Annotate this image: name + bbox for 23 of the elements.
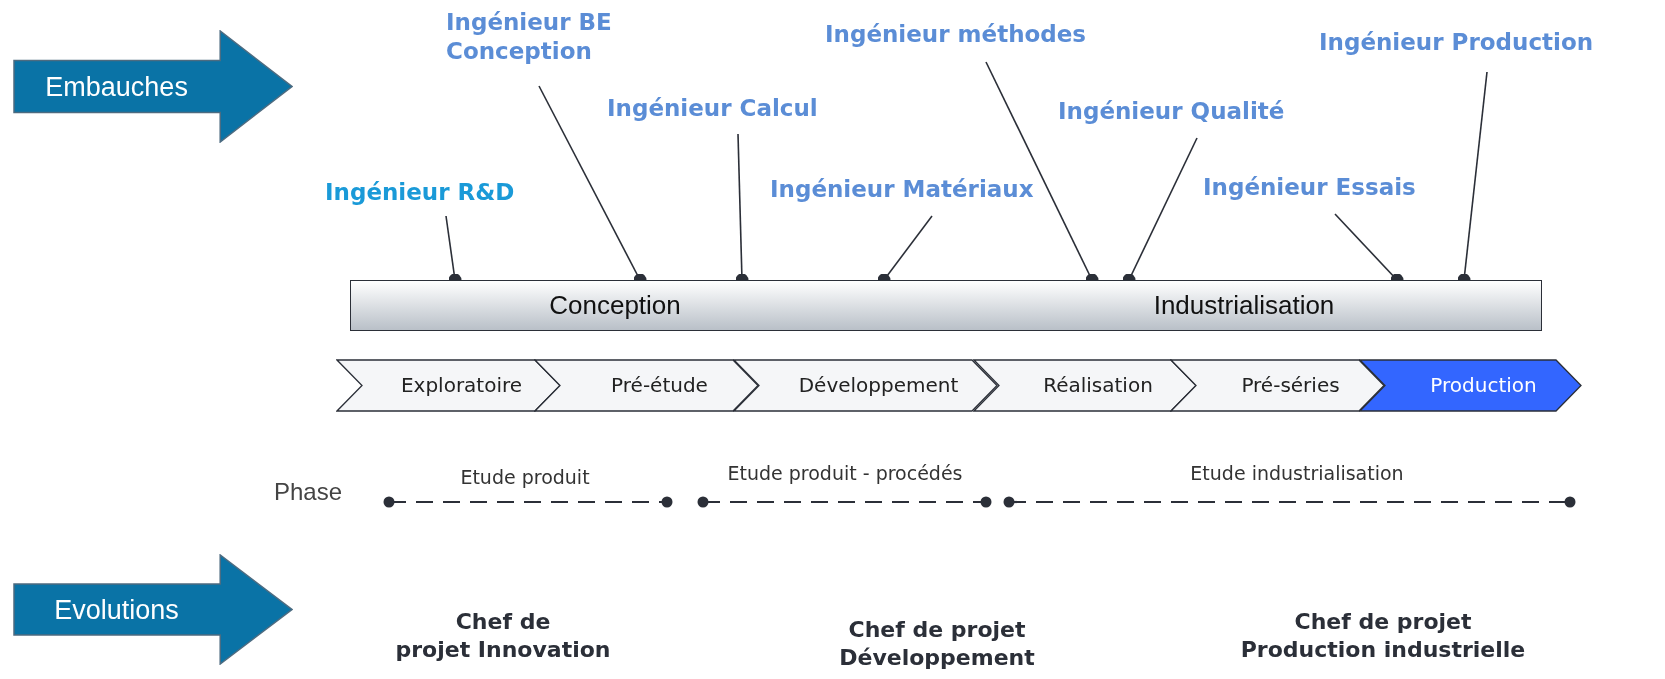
step-label: Développement: [798, 372, 959, 398]
job-title: Ingénieur Qualité: [1058, 97, 1285, 126]
stage-label: Industrialisation: [1153, 290, 1335, 320]
phase-name: Etude industrialisation: [1190, 462, 1404, 484]
step-label: Production: [1430, 372, 1537, 398]
job-title: Ingénieur Essais: [1203, 173, 1416, 202]
stage-label: Conception: [549, 290, 681, 320]
step-label: Exploratoire: [400, 372, 523, 398]
role-title: Chef de projet Innovation: [394, 608, 612, 664]
timeline-bar: [350, 280, 1542, 331]
section-label: Evolutions: [53, 593, 180, 626]
job-title: Ingénieur Production: [1319, 28, 1594, 57]
section-label: Embauches: [44, 70, 189, 103]
phase-name: Etude produit - procédés: [727, 462, 963, 484]
job-title: Ingénieur Matériaux: [770, 175, 1034, 204]
job-title: Ingénieur R&D: [325, 178, 515, 207]
phase-label: Phase: [274, 478, 343, 506]
role-title: Chef de projet Production industrielle: [1239, 608, 1527, 664]
role-title: Chef de projet Développement: [838, 616, 1036, 672]
phase-name: Etude produit: [460, 466, 590, 488]
job-title: Ingénieur méthodes: [825, 20, 1087, 49]
job-title: Ingénieur Calcul: [607, 94, 818, 123]
job-title: Ingénieur BE Conception: [446, 8, 661, 66]
